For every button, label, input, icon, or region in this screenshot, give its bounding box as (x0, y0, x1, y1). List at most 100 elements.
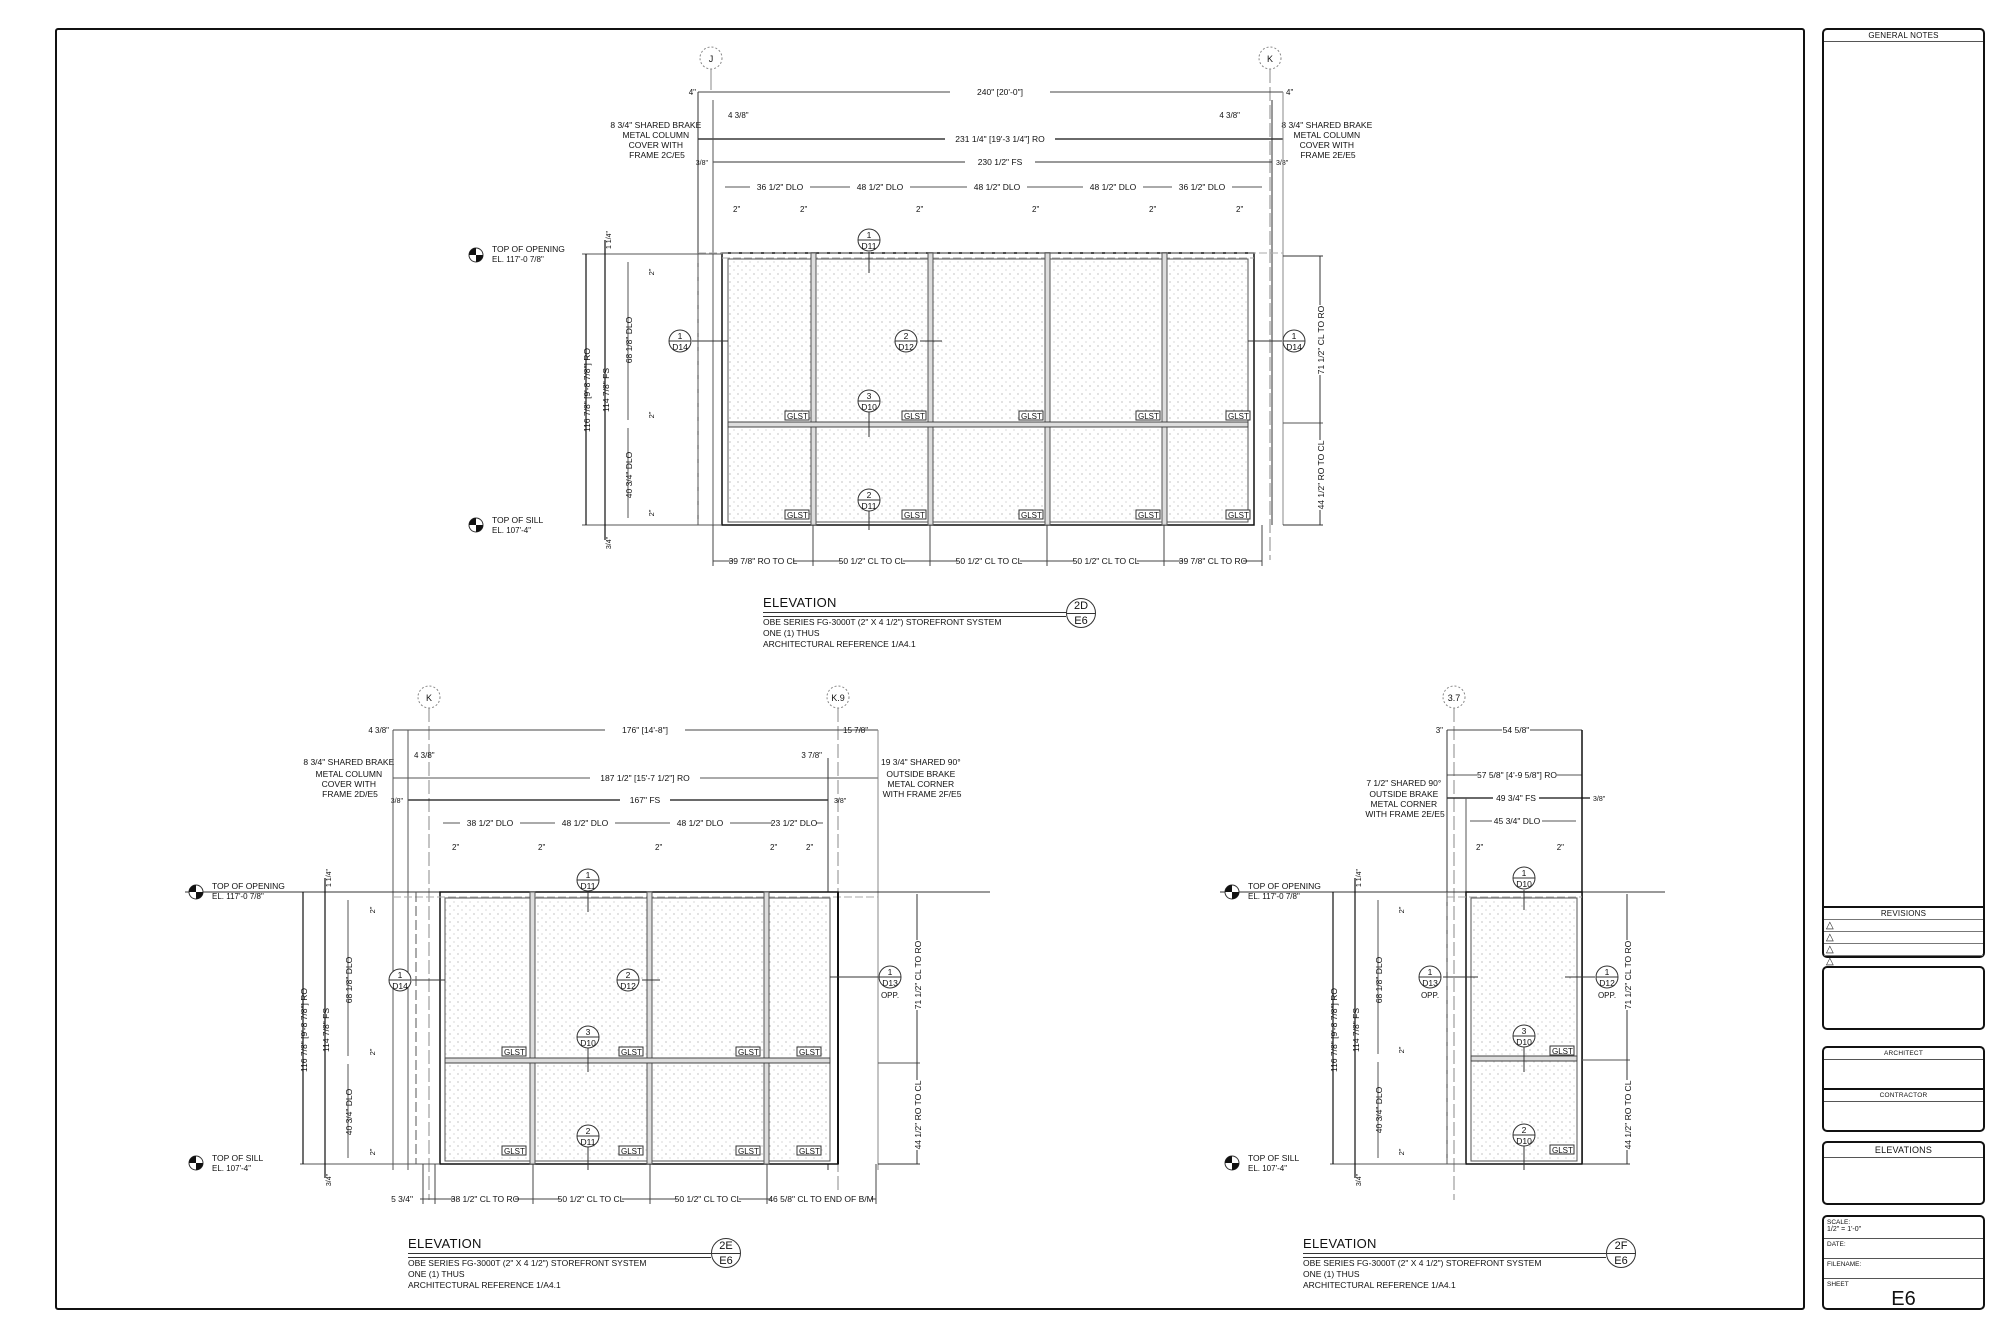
svg-text:GLST: GLST (738, 1147, 759, 1156)
svg-text:EL. 107'-4": EL. 107'-4" (492, 526, 531, 535)
svg-text:3/4": 3/4" (1356, 1173, 1363, 1186)
svg-text:50 1/2" CL TO CL: 50 1/2" CL TO CL (1073, 556, 1140, 566)
svg-text:68 1/8" DLO: 68 1/8" DLO (344, 956, 354, 1003)
svg-text:3 7/8": 3 7/8" (801, 751, 822, 760)
svg-text:GLST: GLST (1021, 412, 1042, 421)
svg-text:2": 2" (647, 411, 656, 418)
svg-text:2: 2 (626, 970, 631, 980)
svg-text:K.9: K.9 (831, 693, 845, 703)
svg-text:68 1/8" DLO: 68 1/8" DLO (1374, 956, 1384, 1003)
svg-text:57 5/8" [4'-9 5/8"] RO: 57 5/8" [4'-9 5/8"] RO (1477, 770, 1557, 780)
svg-text:187 1/2" [15'-7 1/2"] RO: 187 1/2" [15'-7 1/2"] RO (600, 773, 690, 783)
svg-text:2": 2" (1397, 1046, 1406, 1053)
revision-row: △ (1824, 955, 1983, 967)
svg-text:2": 2" (368, 906, 377, 913)
svg-text:2": 2" (647, 509, 656, 516)
logo-panel (1822, 966, 1985, 1030)
svg-text:45 3/4" DLO: 45 3/4" DLO (1494, 816, 1541, 826)
svg-text:GLST: GLST (621, 1048, 642, 1057)
svg-text:2": 2" (916, 205, 923, 214)
elevation-2f: 3.7 54 5/8" 3" 57 5/8" [4'-9 5/8"] RO 49… (1220, 685, 1665, 1200)
caption-title: ELEVATION (763, 595, 837, 610)
svg-text:D12: D12 (620, 981, 636, 991)
svg-text:48 1/2" DLO: 48 1/2" DLO (857, 182, 904, 192)
caption-title: ELEVATION (408, 1236, 482, 1251)
svg-text:1: 1 (1292, 331, 1297, 341)
svg-text:EL. 107'-4": EL. 107'-4" (212, 1164, 251, 1173)
svg-text:D11: D11 (581, 881, 596, 891)
svg-text:44 1/2" RO TO CL: 44 1/2" RO TO CL (913, 1080, 923, 1149)
svg-text:4 3/8": 4 3/8" (414, 751, 435, 760)
svg-text:GLST: GLST (1138, 412, 1159, 421)
svg-text:D14: D14 (672, 342, 688, 352)
svg-text:2": 2" (1236, 205, 1243, 214)
svg-text:GLST: GLST (799, 1147, 820, 1156)
svg-text:1: 1 (1522, 868, 1527, 878)
svg-text:2": 2" (1397, 906, 1406, 913)
svg-text:3/8": 3/8" (1276, 160, 1289, 167)
caption-rule (1303, 1253, 1606, 1258)
svg-text:GLST: GLST (1552, 1047, 1573, 1056)
svg-text:2": 2" (1476, 843, 1483, 852)
svg-text:OPP.: OPP. (1421, 991, 1439, 1000)
svg-text:7 1/2" SHARED 90° OUTSID: 7 1/2" SHARED 90° OUTSIDE BRAKE METAL CO… (1365, 778, 1445, 819)
svg-text:1 1/4": 1 1/4" (326, 868, 333, 887)
svg-text:44 1/2" RO TO CL: 44 1/2" RO TO CL (1316, 440, 1326, 509)
svg-text:71 1/2" CL TO RO: 71 1/2" CL TO RO (913, 940, 923, 1009)
svg-text:48 1/2" DLO: 48 1/2" DLO (562, 818, 609, 828)
svg-text:116 7/8" [9'-8 7/8"] RO: 116 7/8" [9'-8 7/8"] RO (582, 348, 592, 432)
svg-text:TOP OF OPENING: TOP OF OPENING (1248, 881, 1321, 891)
svg-text:2": 2" (452, 843, 459, 852)
revisions-heading: REVISIONS (1880, 909, 1927, 918)
svg-text:50 1/2" CL TO CL: 50 1/2" CL TO CL (839, 556, 906, 566)
svg-text:48 1/2" DLO: 48 1/2" DLO (974, 182, 1021, 192)
svg-text:2: 2 (904, 331, 909, 341)
svg-text:3: 3 (1522, 1026, 1527, 1036)
sheet-number: E6 (1891, 1288, 1916, 1310)
svg-text:3/4": 3/4" (606, 536, 613, 549)
architect-contractor-panel: ARCHITECT CONTRACTOR (1822, 1046, 1985, 1132)
svg-text:231 1/4" [19'-3 1/4"] RO: 231 1/4" [19'-3 1/4"] RO (955, 134, 1045, 144)
svg-text:D11: D11 (862, 501, 877, 511)
svg-text:D13: D13 (1422, 978, 1438, 988)
svg-text:GLST: GLST (738, 1048, 759, 1057)
elevation-2e: K K.9 176" [14'-8"] 4 3/8" 15 7/8" 4 3/8… (185, 685, 990, 1205)
svg-text:1: 1 (1605, 967, 1610, 977)
svg-text:71 1/2" CL TO RO: 71 1/2" CL TO RO (1316, 305, 1326, 374)
svg-text:D13: D13 (882, 978, 898, 988)
general-notes-panel: GENERAL NOTES REVISIONS △ △ △ △ (1822, 28, 1985, 967)
svg-text:230 1/2" FS: 230 1/2" FS (978, 157, 1023, 167)
svg-text:3/8": 3/8" (696, 160, 709, 167)
architect-heading: ARCHITECT (1824, 1048, 1983, 1060)
svg-text:1: 1 (398, 970, 403, 980)
svg-text:4": 4" (1286, 88, 1293, 97)
svg-text:40 3/4" DLO: 40 3/4" DLO (344, 1088, 354, 1135)
svg-text:4": 4" (689, 88, 696, 97)
svg-text:114 7/8" FS: 114 7/8" FS (321, 1008, 331, 1052)
svg-text:3: 3 (586, 1027, 591, 1037)
svg-text:EL. 117'-0 7/8": EL. 117'-0 7/8" (492, 255, 544, 264)
svg-text:48 1/2" DLO: 48 1/2" DLO (677, 818, 724, 828)
svg-text:3/4": 3/4" (326, 1173, 333, 1186)
svg-text:TOP OF OPENING: TOP OF OPENING (212, 881, 285, 891)
svg-text:3: 3 (867, 391, 872, 401)
svg-text:1: 1 (888, 967, 893, 977)
svg-text:23 1/2" DLO: 23 1/2" DLO (771, 818, 818, 828)
svg-text:48 1/2" DLO: 48 1/2" DLO (1090, 182, 1137, 192)
svg-text:GLST: GLST (504, 1048, 525, 1057)
svg-text:1 1/4": 1 1/4" (1356, 868, 1363, 887)
svg-text:114 7/8" FS: 114 7/8" FS (1351, 1008, 1361, 1052)
svg-text:D11: D11 (581, 1137, 596, 1147)
svg-text:2": 2" (770, 843, 777, 852)
grid-j: J (709, 54, 714, 64)
svg-text:GLST: GLST (904, 412, 925, 421)
svg-text:2": 2" (800, 205, 807, 214)
scale-value: 1/2" = 1'-0" (1827, 1226, 1862, 1233)
svg-text:5 3/4": 5 3/4" (391, 1194, 413, 1204)
svg-text:EL. 117'-0 7/8": EL. 117'-0 7/8" (212, 892, 264, 901)
svg-text:EL. 107'-4": EL. 107'-4" (1248, 1164, 1287, 1173)
svg-text:3/8": 3/8" (834, 798, 847, 805)
svg-text:38 1/2" CL TO RO: 38 1/2" CL TO RO (451, 1194, 520, 1204)
svg-text:176" [14'-8"]: 176" [14'-8"] (622, 725, 668, 735)
